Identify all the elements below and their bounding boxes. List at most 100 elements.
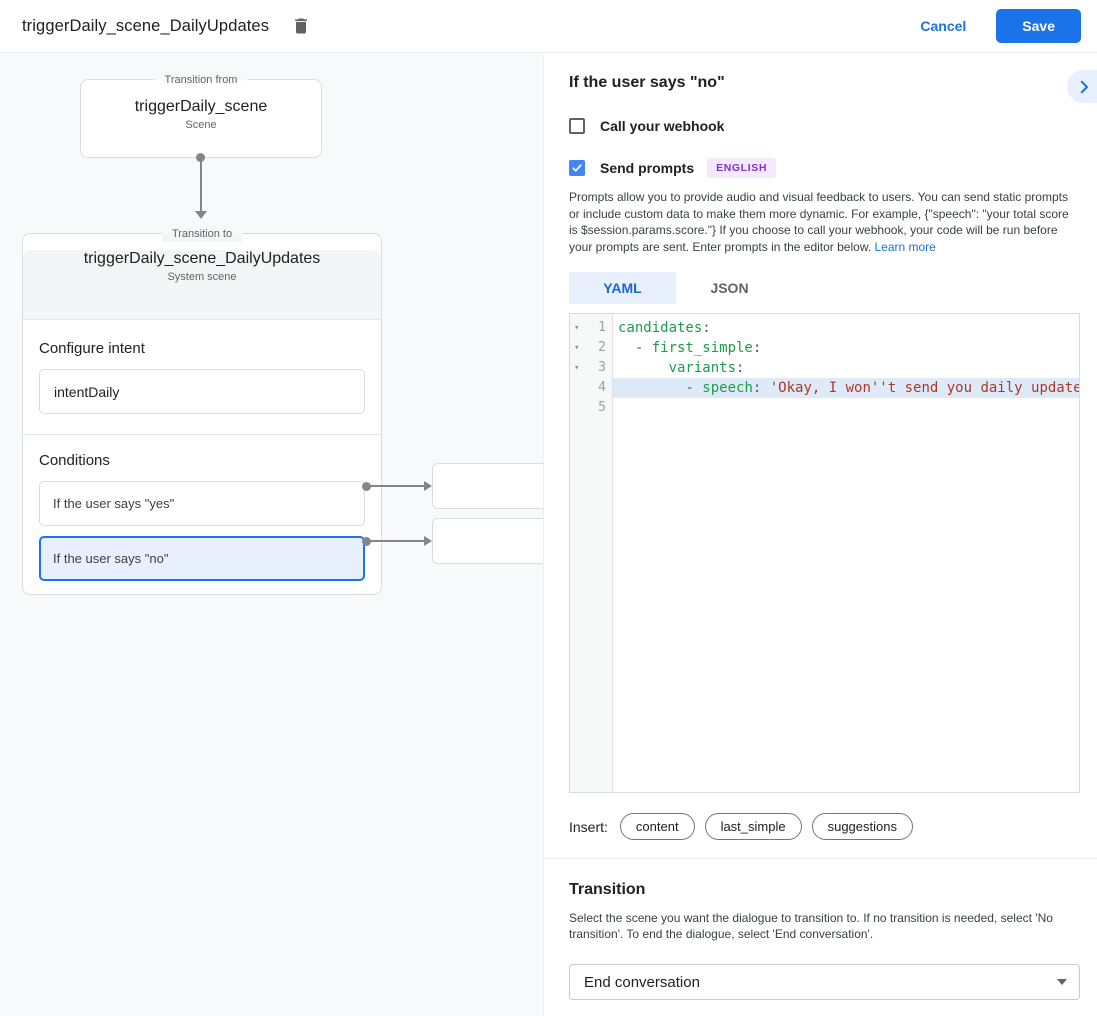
webhook-label: Call your webhook [600, 118, 725, 134]
transition-select[interactable]: End conversation [569, 964, 1080, 1000]
conditions-label: Conditions [39, 452, 110, 469]
fold-caret-icon[interactable]: ▾ [574, 363, 580, 373]
line-number: 1 [598, 320, 606, 335]
fold-caret-icon[interactable]: ▾ [574, 343, 580, 353]
connector-arrowhead [195, 211, 207, 219]
editor-line: 5 [570, 398, 1079, 418]
code-line-content[interactable]: - first_simple: [613, 338, 1079, 358]
condition-title: If the user says "no" [569, 74, 725, 91]
save-button[interactable]: Save [996, 9, 1081, 43]
send-prompts-label: Send prompts [600, 160, 695, 176]
insert-label: Insert: [569, 818, 608, 835]
connector-dot [362, 482, 371, 491]
intent-item[interactable]: intentDaily [39, 369, 365, 414]
transition-from-node[interactable]: Transition from triggerDaily_scene Scene [80, 72, 322, 158]
insert-chip-suggestions[interactable]: suggestions [811, 813, 913, 840]
editor-gutter-cell: ▾2 [570, 338, 613, 358]
code-line-content[interactable] [613, 398, 1079, 418]
insert-row: Insert: content last_simple suggestions [569, 813, 1080, 840]
configure-intent-label: Configure intent [39, 340, 145, 357]
learn-more-link[interactable]: Learn more [874, 239, 936, 254]
transition-to-legend: Transition to [161, 226, 243, 242]
code-line-content[interactable]: variants: [613, 358, 1079, 378]
webhook-row: Call your webhook [569, 118, 1080, 134]
section-divider [23, 434, 381, 435]
collapse-panel-button[interactable] [1067, 70, 1097, 103]
code-token: candidates [618, 320, 703, 336]
editor-gutter-cell: ▾1 [570, 318, 613, 338]
code-token: variants [668, 360, 737, 376]
condition-item-no[interactable]: If the user says "no" [39, 536, 365, 581]
editor-gutter-cell: 5 [570, 398, 613, 418]
fold-caret-icon[interactable]: ▾ [574, 323, 580, 333]
transition-target-stub[interactable] [432, 463, 543, 509]
delete-scene-button[interactable] [291, 16, 311, 36]
from-scene-name: triggerDaily_scene [134, 98, 268, 115]
code-token: - [618, 340, 652, 356]
to-scene-type: System scene [167, 271, 237, 283]
editor-gutter-cell: 4 [570, 378, 613, 398]
trash-icon [291, 16, 311, 36]
header: triggerDaily_scene_DailyUpdates Cancel S… [0, 0, 1097, 53]
scene-diagram-canvas: Transition from triggerDaily_scene Scene… [0, 53, 543, 1016]
code-token: : [702, 320, 711, 336]
transition-from-legend: Transition from [154, 72, 248, 88]
editor-gutter-cell: ▾3 [570, 358, 613, 378]
dropdown-caret-icon [1057, 979, 1067, 985]
code-token: 'Okay, I won''t send you daily update [769, 380, 1079, 396]
line-number: 5 [598, 400, 606, 415]
send-prompts-checkbox[interactable] [569, 160, 585, 176]
code-token: speech [702, 380, 753, 396]
chevron-right-icon [1075, 78, 1093, 96]
editor-gutter [570, 314, 613, 792]
editor-line: ▾3 variants: [570, 358, 1079, 378]
code-token [618, 360, 669, 376]
connector-line [370, 540, 424, 542]
line-number: 3 [598, 360, 606, 375]
transition-description: Select the scene you want the dialogue t… [569, 911, 1053, 941]
insert-chip-last_simple[interactable]: last_simple [704, 813, 802, 840]
transition-section-title: Transition [569, 881, 646, 898]
insert-chips: content last_simple suggestions [619, 813, 923, 840]
connector-arrowhead [424, 481, 432, 491]
code-token: : [752, 380, 770, 396]
editor-format-tabs: YAML JSON [569, 272, 1080, 304]
line-number: 2 [598, 340, 606, 355]
transition-target-stub[interactable] [432, 518, 543, 564]
connector-line [370, 485, 424, 487]
code-line-content[interactable]: candidates: [613, 318, 1079, 338]
webhook-checkbox[interactable] [569, 118, 585, 134]
to-scene-name: triggerDaily_scene_DailyUpdates [83, 250, 321, 267]
connector-dot [196, 153, 205, 162]
prompts-description-text: Prompts allow you to provide audio and v… [569, 190, 1069, 254]
connector-dot [362, 537, 371, 546]
editor-line: ▾2 - first_simple: [570, 338, 1079, 358]
panel-divider [544, 858, 1097, 859]
condition-item-yes[interactable]: If the user says "yes" [39, 481, 365, 526]
to-scene-body: Configure intent intentDaily Conditions … [23, 340, 381, 594]
connector-arrowhead [424, 536, 432, 546]
connector-line [200, 158, 202, 211]
code-token: : [752, 340, 762, 356]
transition-select-value: End conversation [584, 973, 700, 991]
editor-line: 4 - speech: 'Okay, I won''t send you dai… [570, 378, 1079, 398]
insert-chip-content[interactable]: content [619, 813, 695, 840]
from-scene-type: Scene [185, 119, 217, 131]
code-token: first_simple [651, 340, 753, 356]
prompts-description: Prompts allow you to provide audio and v… [569, 189, 1080, 255]
line-number: 4 [598, 380, 606, 395]
to-scene-header: triggerDaily_scene_DailyUpdates System s… [23, 250, 381, 320]
tab-yaml[interactable]: YAML [569, 272, 676, 304]
transition-to-node: Transition to triggerDaily_scene_DailyUp… [22, 226, 382, 595]
condition-detail-panel: If the user says "no" Call your webhook … [543, 53, 1097, 1016]
code-token: : [736, 360, 745, 376]
language-badge: ENGLISH [707, 158, 776, 178]
cancel-button[interactable]: Cancel [920, 18, 967, 34]
code-line-content[interactable]: - speech: 'Okay, I won''t send you daily… [613, 378, 1079, 398]
page-title: triggerDaily_scene_DailyUpdates [22, 16, 270, 35]
tab-json[interactable]: JSON [710, 280, 749, 296]
send-prompts-row: Send prompts ENGLISH [569, 158, 1080, 178]
